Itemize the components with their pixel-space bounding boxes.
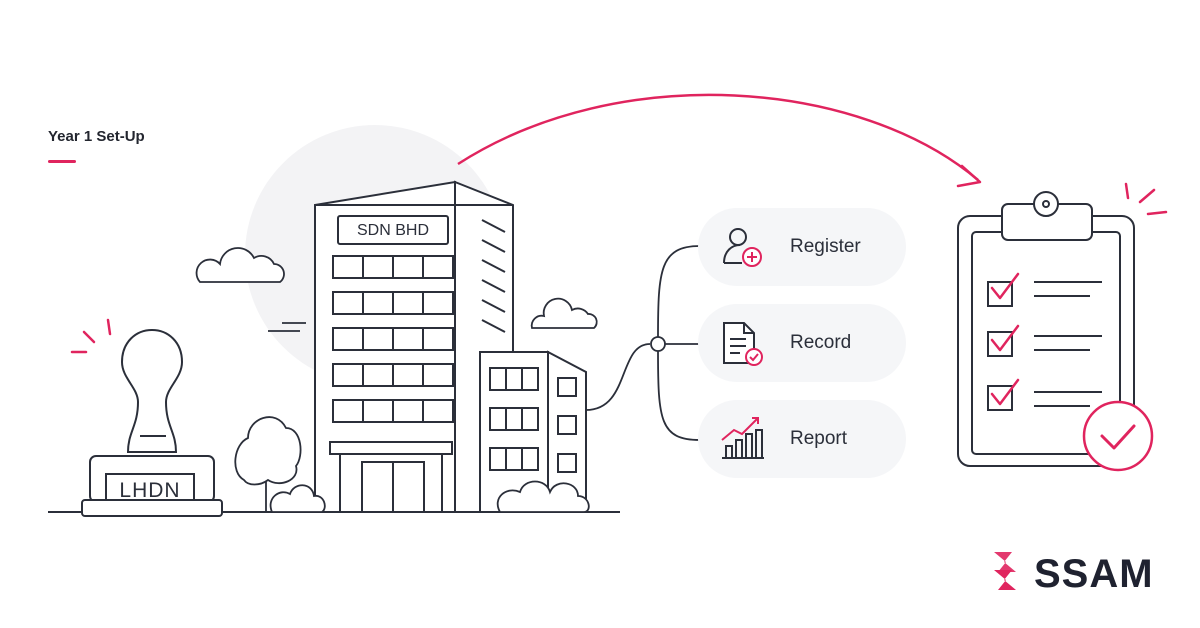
ssam-logo-mark <box>994 552 1016 590</box>
step-register: Register <box>698 208 906 286</box>
connector-node <box>650 336 666 352</box>
step-label: Record <box>790 332 852 353</box>
step-label: Report <box>790 428 848 449</box>
bush-icon <box>269 484 326 513</box>
flow-arrow-head <box>956 164 982 188</box>
cloud-icon <box>195 247 285 283</box>
document-check-icon <box>723 322 763 366</box>
checkmark-icon <box>990 272 1020 406</box>
title-underline <box>48 160 76 163</box>
lhdn-stamp-icon <box>81 328 223 517</box>
user-add-icon <box>723 228 762 267</box>
clipboard-emphasis-marks <box>1124 182 1168 216</box>
page-title: Year 1 Set-Up <box>48 128 145 145</box>
connector-line <box>585 343 651 411</box>
step-report: Report <box>698 400 906 478</box>
brand-name: SSAM <box>1034 552 1154 596</box>
complete-badge-icon <box>1082 400 1154 472</box>
flow-arrow <box>457 93 979 181</box>
bush-icon <box>496 480 590 513</box>
tree-icon <box>234 416 302 512</box>
step-label: Register <box>790 236 861 257</box>
step-record: Record <box>698 304 906 382</box>
stamp-label: LHDN <box>119 479 181 502</box>
wind-lines <box>268 322 306 332</box>
branch-lines <box>657 245 701 441</box>
growth-chart-icon <box>721 417 764 459</box>
stamp-emphasis-marks <box>70 318 112 354</box>
cloud-icon <box>530 297 598 329</box>
building-sign: SDN BHD <box>356 222 429 239</box>
